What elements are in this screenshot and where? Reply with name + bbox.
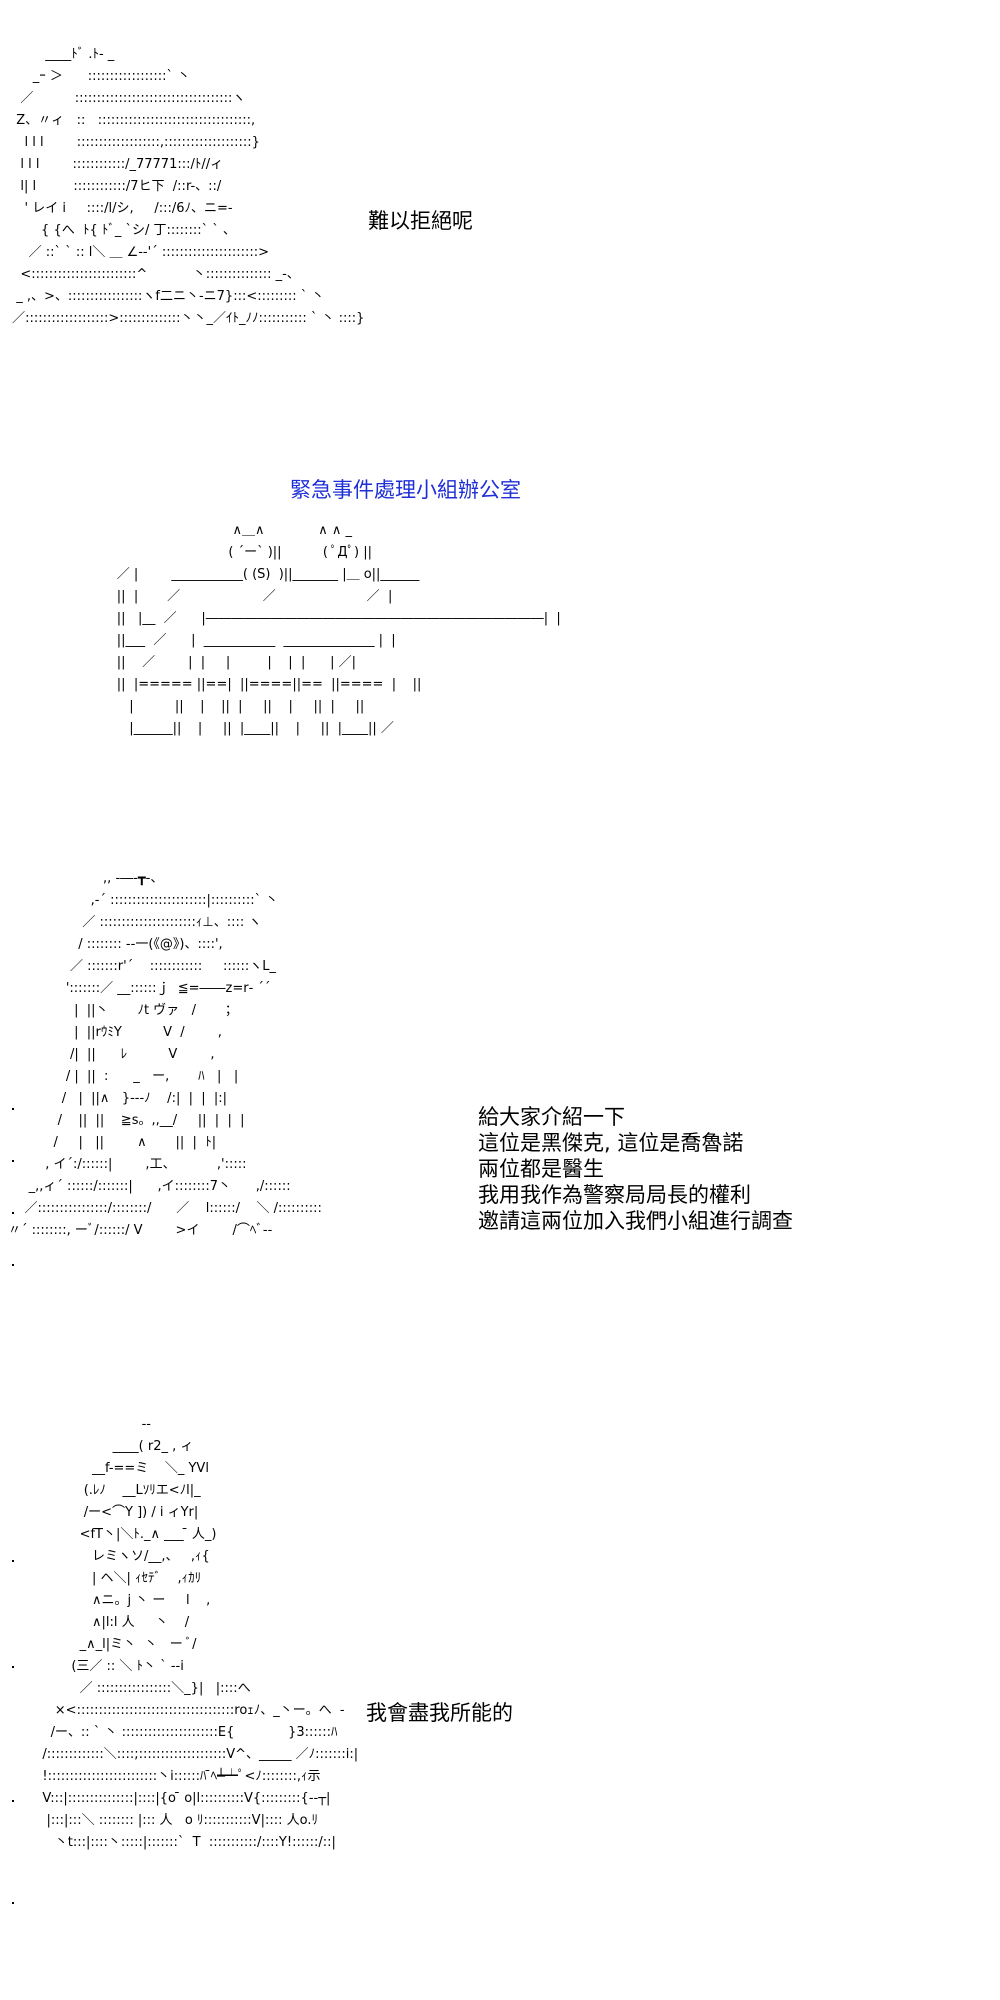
margin-dot	[12, 1264, 14, 1266]
speech-line: 邀請這兩位加入我們小組進行調查	[478, 1209, 793, 1233]
margin-dot	[12, 1800, 14, 1802]
margin-dot	[12, 1666, 14, 1668]
ascii-art-character-1: ____ﾄﾞ .ﾄ- _ _ｰ ＞ ::::::::::::::::::` 丶 …	[12, 47, 365, 326]
speech-text-2: 給大家介紹一下 這位是黑傑克, 這位是喬魯諾 兩位都是醫生 我用我作為警察局局長…	[478, 1104, 793, 1234]
margin-dot	[12, 1160, 14, 1162]
speech-line: 給大家介紹一下	[478, 1105, 625, 1129]
ascii-art-character-3: -- ____( r2_ , ィ __f-==ミ ＼_ YVl (.ﾚﾉ __L…	[42, 1417, 359, 1850]
ascii-art-office-scene: ∧＿∧ ∧ ∧ _ ( ´ー` )|| ( ﾟДﾟ) || ／ | ______…	[116, 523, 561, 736]
speech-line: 這位是黑傑克, 這位是喬魯諾	[478, 1131, 744, 1155]
margin-dot	[12, 1902, 14, 1904]
margin-dot	[12, 1212, 14, 1214]
ascii-art-character-2: ,, -―‐┳-、 ,-´ ::::::::::::::::::::::|:::…	[8, 871, 322, 1238]
speech-line: 我用我作為警察局局長的權利	[478, 1183, 751, 1207]
margin-dot	[12, 1108, 14, 1110]
speech-line: 兩位都是醫生	[478, 1157, 604, 1181]
speech-text-3: 我會盡我所能的	[366, 1700, 513, 1726]
speech-line: 難以拒絕呢	[368, 209, 473, 233]
margin-dot	[12, 1560, 14, 1562]
speech-line: 我會盡我所能的	[366, 1701, 513, 1725]
scene-caption: 緊急事件處理小組辦公室	[290, 478, 521, 502]
speech-text-1: 難以拒絕呢	[368, 208, 473, 234]
